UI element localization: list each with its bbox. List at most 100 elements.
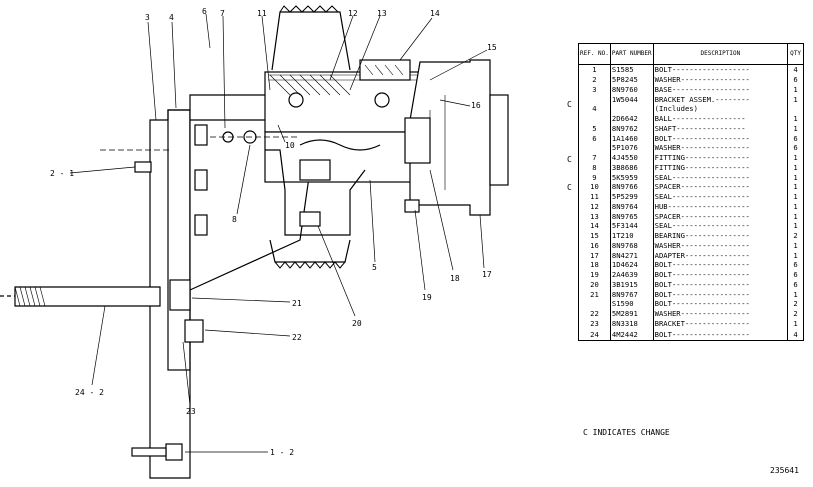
callout-5: 5 [372,263,377,272]
part-number-cell: 2D6642 [609,113,654,124]
qty-cell: 1 [787,221,804,231]
description-cell: BOLT------------------ [652,279,789,290]
part-number-cell: 4J4550 [609,152,654,163]
part-number-cell: 5F3144 [609,221,654,231]
callout-12: 12 [348,9,358,18]
qty-cell: 1 [787,84,804,95]
description-cell: BRACKET ASSEM.-------- [652,94,789,104]
qty-cell: 1 [787,250,804,260]
part-number-cell: 1T210 [609,230,654,241]
description-cell: BOLT------------------ [652,133,789,143]
part-number-cell: 8N9766 [609,182,654,192]
ref-cell [578,299,611,309]
description-cell: SEAL------------------ [652,172,789,182]
part-number-cell [609,104,654,114]
ref-cell [578,94,611,104]
ref-cell: 17 [578,250,611,260]
description-cell: FITTING--------------- [652,152,789,163]
callout-19: 19 [422,293,432,302]
leader-lines [69,13,488,453]
callout-20: 20 [352,319,362,328]
description-cell: BOLT------------------ [652,289,789,299]
callout-10: 10 [285,141,295,150]
qty-cell: 6 [787,143,804,153]
description-cell: WASHER---------------- [652,74,789,85]
change-mark-ref6: C [567,155,572,164]
part-number-cell: 3B1915 [609,279,654,290]
description-cell: FITTING--------------- [652,162,789,173]
hub-front [265,149,366,236]
description-cell: WASHER---------------- [652,308,789,319]
part-number-cell: 1A1460 [609,133,654,143]
exploded-parts-drawing: 3 4 6 7 11 12 13 14 15 16 2 - 1 8 10 5 1… [0,5,509,479]
description-cell: BOLT------------------ [652,260,789,270]
part-number-cell: 5M2891 [609,308,654,319]
drawing-number: 235641 [770,466,799,475]
callout-16: 16 [471,101,481,110]
ref-cell: 16 [578,240,611,251]
callout-14: 14 [430,9,440,18]
qty-cell: 1 [787,289,804,299]
qty-cell: 1 [787,191,804,202]
part-number-cell: 1D4624 [609,260,654,270]
qty-cell: 6 [787,279,804,290]
callout-1-2: 1 - 2 [270,448,294,457]
ref-cell: 24 [578,328,611,342]
callout-3: 3 [145,13,150,22]
part-number-cell: 5P1076 [609,143,654,153]
ref-cell: 13 [578,211,611,221]
qty-cell: 1 [787,201,804,212]
callout-15: 15 [487,43,497,52]
part-number-cell: 3B8686 [609,162,654,173]
description-cell: SPACER---------------- [652,182,789,192]
callout-23: 23 [186,407,196,416]
part-number-cell: 2A4639 [609,269,654,280]
ref-cell: 8 [578,162,611,173]
header-ref-no: REF. NO. [578,43,611,65]
qty-cell: 2 [787,230,804,241]
part-number-cell: 8N9762 [609,123,654,134]
qty-cell: 2 [787,308,804,319]
qty-cell: 1 [787,94,804,104]
bearing-ball-right [374,92,390,108]
description-cell: WASHER---------------- [652,143,789,153]
part-number-cell: 8N9764 [609,201,654,212]
ref-cell [578,143,611,153]
ref-cell: 21 [578,289,611,299]
ref-cell: 9 [578,172,611,182]
callout-22: 22 [292,333,302,342]
ref-cell: 12 [578,201,611,212]
table-row: 4(Includes) [578,104,804,114]
ref-cell: 14 [578,221,611,231]
part-number-cell: 8N9765 [609,211,654,221]
ref-cell: 7 [578,152,611,163]
ref-cell: 5 [578,123,611,134]
description-cell: BOLT------------------ [652,269,789,280]
description-cell: BOLT------------------ [652,299,789,309]
header-qty: QTY [787,43,804,65]
ref-cell [578,113,611,124]
ref-cell: 11 [578,191,611,202]
adapter-hub [489,94,509,186]
callout-21: 21 [292,299,302,308]
description-cell: (Includes) [652,104,789,114]
qty-cell [787,104,804,114]
ref-cell: 19 [578,269,611,280]
ref-cell: 23 [578,318,611,329]
callout-4: 4 [169,13,174,22]
callout-24-2: 24 - 2 [75,388,104,397]
shaft [264,131,426,183]
